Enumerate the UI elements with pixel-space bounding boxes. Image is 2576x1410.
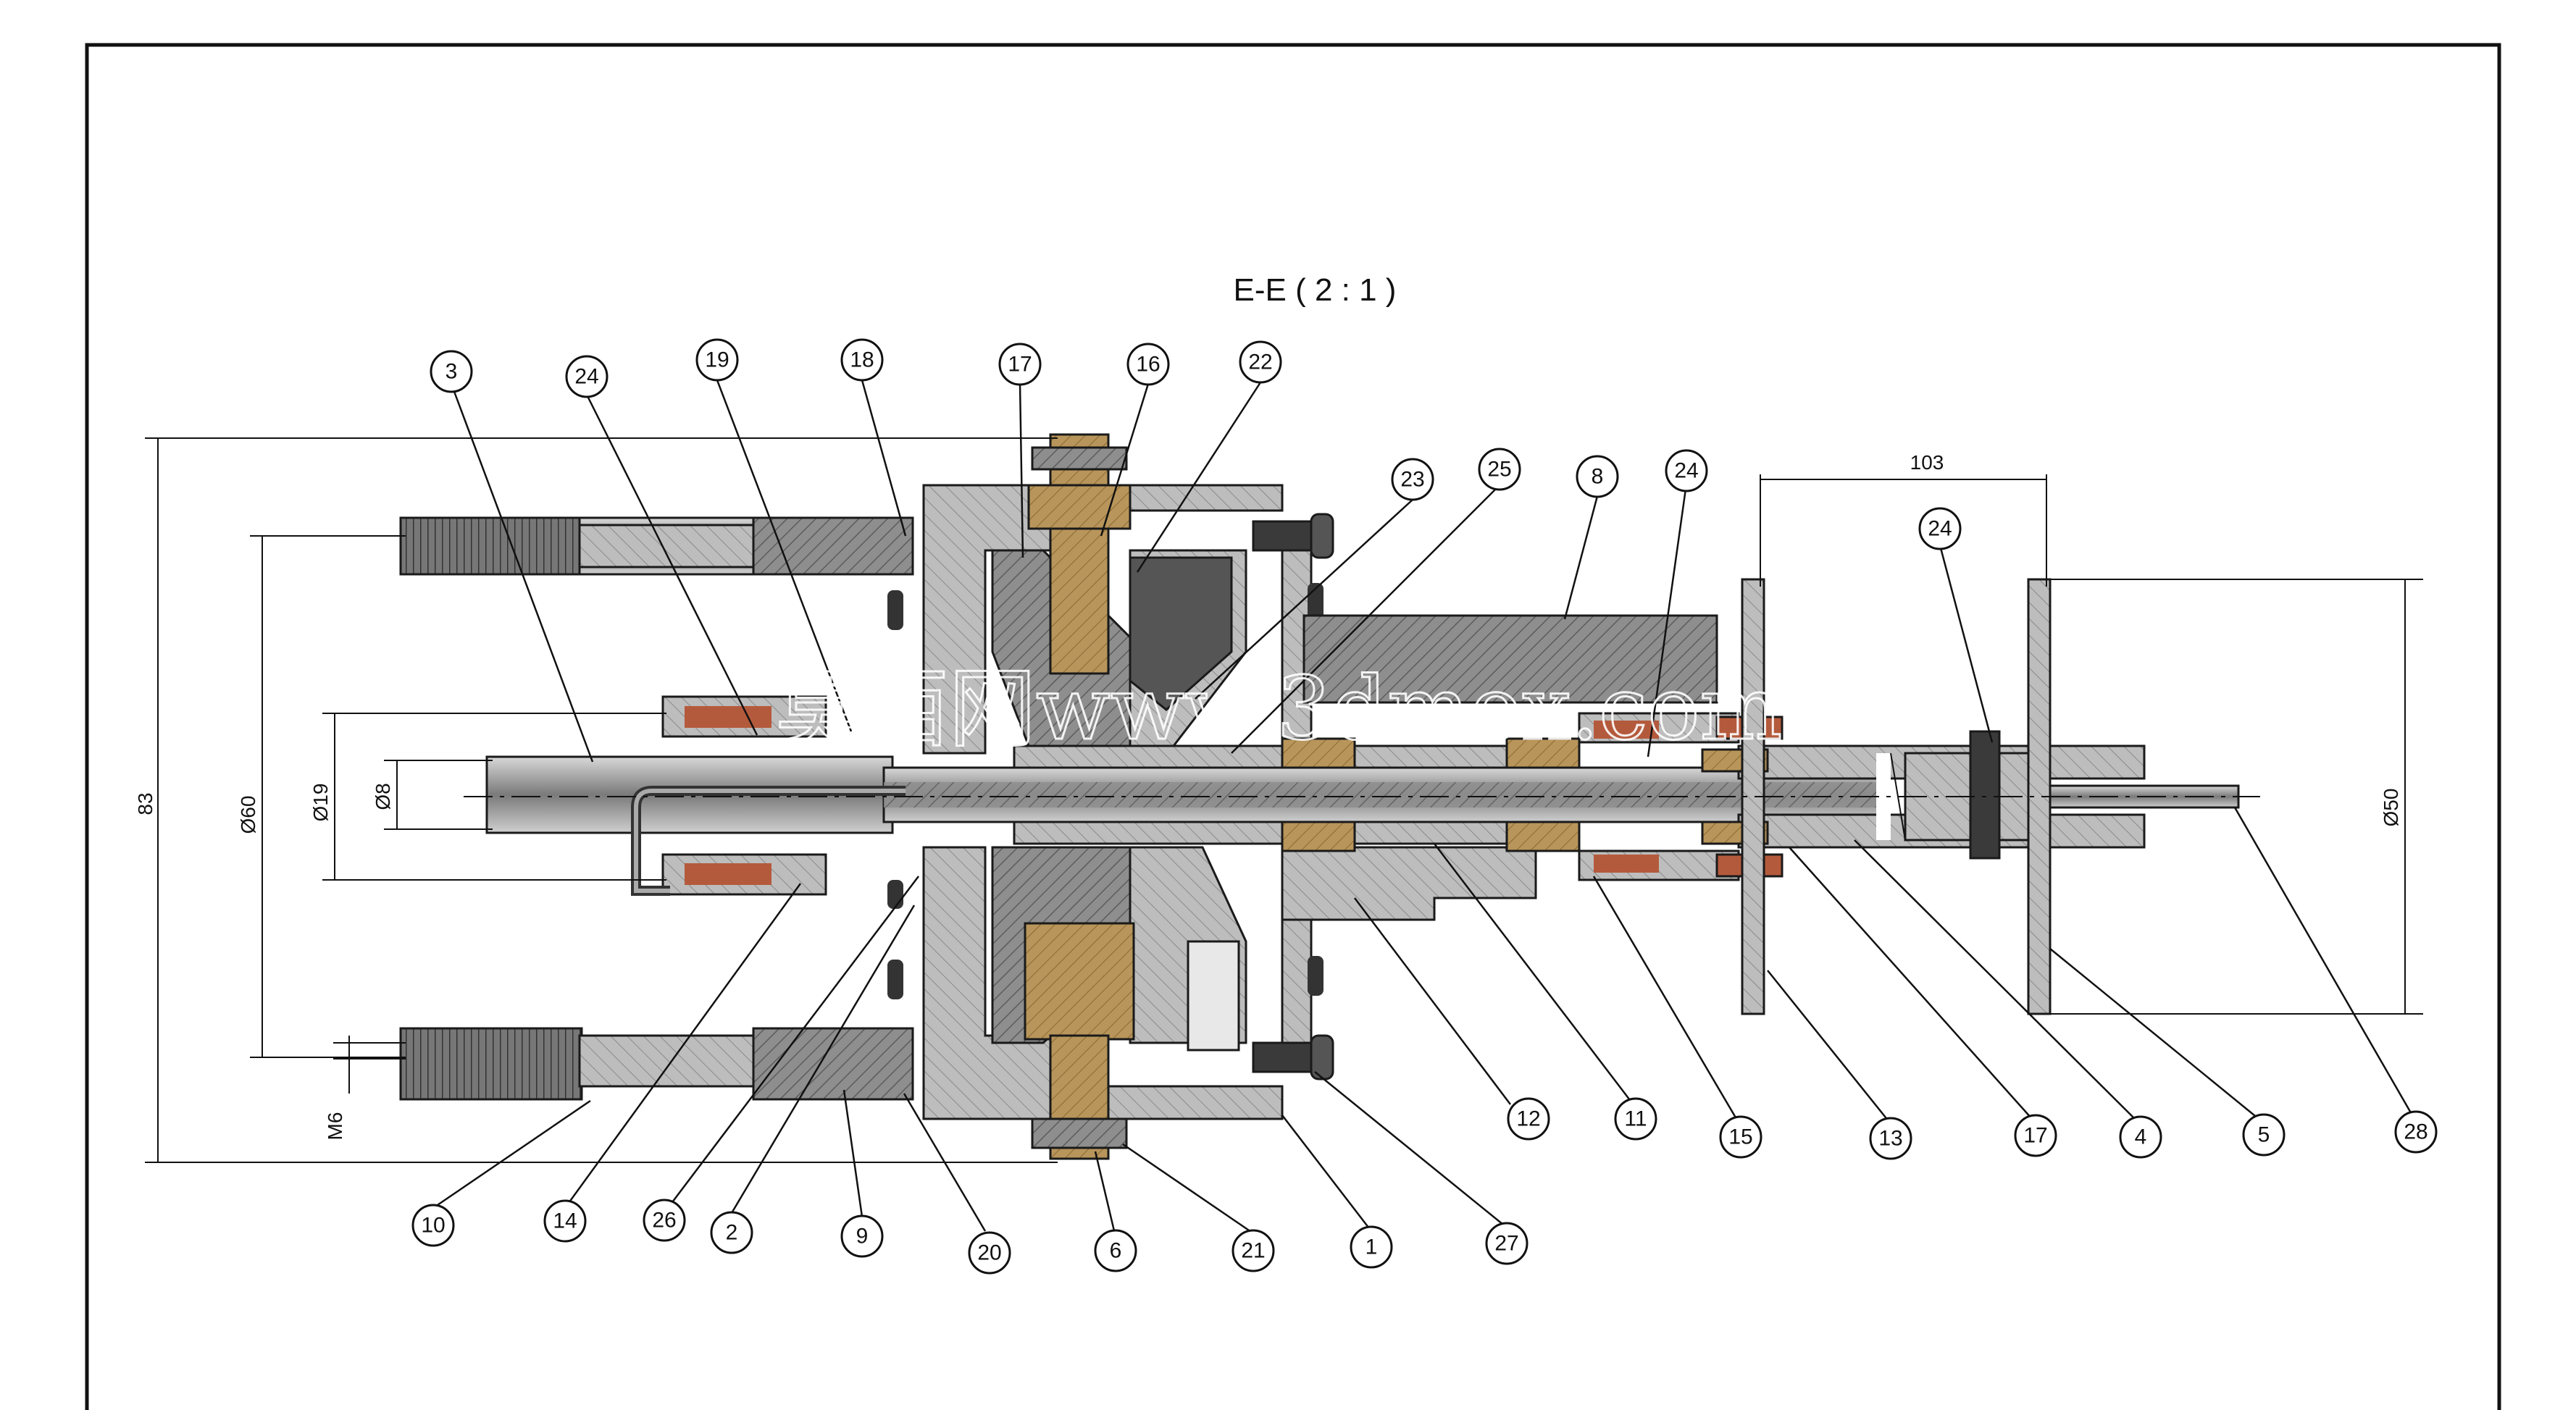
svg-text:22: 22 bbox=[1248, 351, 1272, 374]
balloon[interactable]: 9 bbox=[840, 1214, 884, 1258]
svg-text:16: 16 bbox=[1136, 353, 1160, 377]
copper-bushing-left bbox=[661, 695, 827, 896]
balloon[interactable]: 18 bbox=[840, 338, 884, 382]
balloon[interactable]: 27 bbox=[1485, 1222, 1529, 1265]
balloon[interactable]: 21 bbox=[1231, 1229, 1275, 1272]
svg-text:6: 6 bbox=[1110, 1239, 1122, 1263]
svg-text:14: 14 bbox=[553, 1209, 577, 1233]
svg-text:27: 27 bbox=[1494, 1232, 1518, 1256]
svg-text:23: 23 bbox=[1400, 468, 1424, 492]
watermark: 莫西网www.3dmox.com bbox=[775, 659, 1782, 760]
balloon[interactable]: 2 bbox=[710, 1211, 753, 1254]
assembly-section bbox=[399, 433, 2260, 1160]
dim-m6: M6 bbox=[324, 1112, 346, 1141]
balloon[interactable]: 4 bbox=[2119, 1115, 2162, 1159]
part-balloons: 3 24 19 18 17 16 22 23 25 8 24 24 10 14 … bbox=[411, 338, 2438, 1275]
balloon[interactable]: 3 bbox=[430, 350, 473, 393]
balloon[interactable]: 11 bbox=[1614, 1097, 1657, 1141]
threaded-rod-top bbox=[399, 516, 914, 576]
leader-lines bbox=[432, 379, 2414, 1238]
threaded-rod-bottom bbox=[399, 1027, 914, 1101]
svg-text:21: 21 bbox=[1241, 1239, 1265, 1263]
svg-text:13: 13 bbox=[1878, 1127, 1902, 1151]
svg-text:11: 11 bbox=[1624, 1107, 1647, 1131]
balloon[interactable]: 24 bbox=[565, 355, 609, 398]
dim-d50: Ø50 bbox=[2380, 789, 2402, 827]
svg-text:8: 8 bbox=[1592, 465, 1604, 489]
svg-text:24: 24 bbox=[1928, 517, 1952, 541]
dim-d8: Ø8 bbox=[372, 783, 394, 810]
svg-text:5: 5 bbox=[2258, 1123, 2270, 1147]
svg-text:24: 24 bbox=[574, 365, 598, 389]
dim-d60: Ø60 bbox=[237, 796, 259, 834]
cover-part-8 bbox=[1302, 614, 1718, 704]
balloon[interactable]: 14 bbox=[543, 1199, 587, 1243]
svg-text:2: 2 bbox=[726, 1221, 738, 1245]
balloon[interactable]: 12 bbox=[1507, 1097, 1550, 1141]
svg-text:26: 26 bbox=[652, 1209, 676, 1233]
svg-text:1: 1 bbox=[1366, 1235, 1378, 1259]
balloon[interactable]: 28 bbox=[2394, 1110, 2438, 1154]
balloon[interactable]: 24 bbox=[1665, 449, 1708, 492]
sleeve-region bbox=[1013, 712, 2146, 881]
svg-text:19: 19 bbox=[705, 348, 729, 372]
svg-text:3: 3 bbox=[446, 360, 458, 384]
svg-text:20: 20 bbox=[977, 1241, 1001, 1265]
balloon[interactable]: 17 bbox=[998, 343, 1042, 386]
svg-text:24: 24 bbox=[1674, 459, 1698, 483]
balloon[interactable]: 13 bbox=[1869, 1117, 1912, 1160]
balloon[interactable]: 24 bbox=[1918, 507, 1962, 550]
svg-text:4: 4 bbox=[2135, 1125, 2147, 1149]
dim-83: 83 bbox=[134, 792, 156, 815]
dim-103: 103 bbox=[1910, 451, 1944, 474]
balloon[interactable]: 15 bbox=[1719, 1115, 1762, 1159]
dim-d19: Ø19 bbox=[309, 784, 332, 822]
brass-shaft-part-6 bbox=[1024, 433, 1135, 1160]
balloon[interactable]: 26 bbox=[643, 1199, 686, 1242]
balloon[interactable]: 16 bbox=[1126, 343, 1170, 386]
svg-text:28: 28 bbox=[2404, 1120, 2427, 1144]
balloon[interactable]: 17 bbox=[2014, 1114, 2057, 1157]
balloon[interactable]: 19 bbox=[695, 338, 739, 382]
svg-text:18: 18 bbox=[850, 348, 874, 372]
svg-text:25: 25 bbox=[1487, 458, 1511, 482]
balloon[interactable]: 6 bbox=[1094, 1229, 1137, 1272]
svg-text:15: 15 bbox=[1728, 1125, 1752, 1149]
view-title: E-E ( 2 : 1 ) bbox=[1234, 272, 1397, 308]
balloon[interactable]: 8 bbox=[1576, 455, 1619, 498]
balloon[interactable]: 10 bbox=[411, 1204, 455, 1247]
sheet-frame bbox=[85, 43, 2501, 1410]
svg-text:9: 9 bbox=[856, 1225, 869, 1249]
balloon[interactable]: 22 bbox=[1239, 340, 1282, 384]
balloon[interactable]: 5 bbox=[2242, 1113, 2286, 1157]
balloon[interactable]: 23 bbox=[1391, 458, 1434, 501]
balloon[interactable]: 25 bbox=[1478, 448, 1521, 491]
svg-text:12: 12 bbox=[1516, 1107, 1540, 1131]
svg-text:17: 17 bbox=[2023, 1124, 2047, 1148]
balloon[interactable]: 20 bbox=[968, 1231, 1011, 1275]
svg-text:17: 17 bbox=[1008, 353, 1032, 377]
dimensions: 83 Ø60 Ø19 Ø8 M6 103 Ø50 bbox=[134, 437, 2423, 1163]
svg-text:10: 10 bbox=[421, 1214, 445, 1238]
balloon[interactable]: 1 bbox=[1350, 1225, 1393, 1269]
